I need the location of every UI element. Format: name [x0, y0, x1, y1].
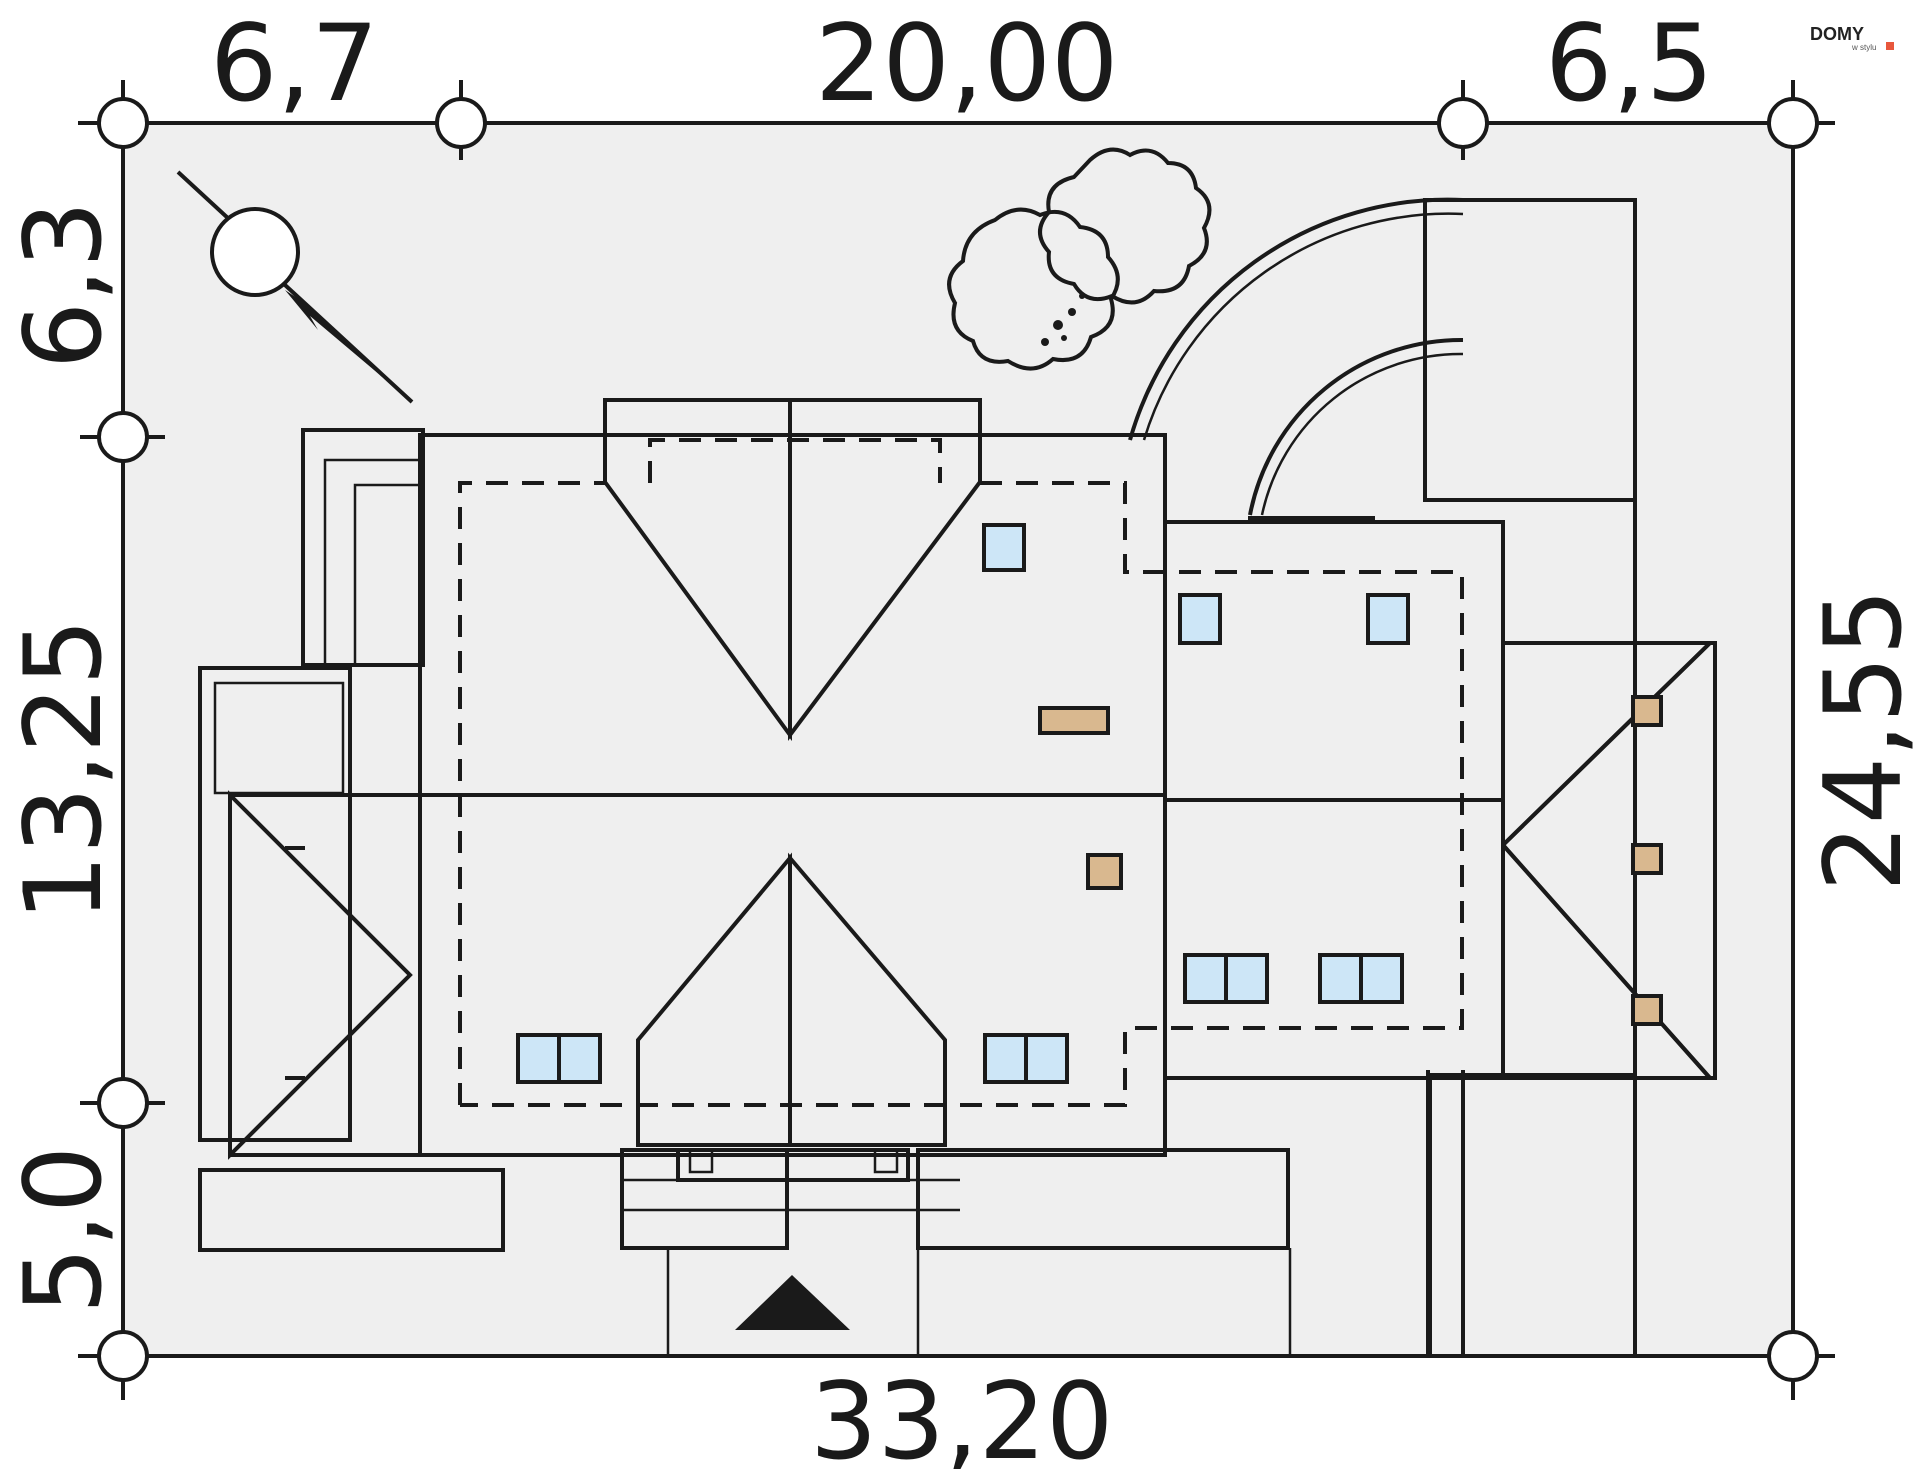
chimneys — [285, 695, 1663, 1080]
dim-left-middle: 13,25 — [2, 618, 125, 921]
dim-left-bottom: 5,0 — [2, 1146, 125, 1315]
tree-icon — [947, 147, 1212, 371]
dimension-nodes — [97, 97, 1819, 1382]
skylight-windows — [516, 523, 1410, 1084]
entrance-triangle-icon — [735, 1275, 850, 1330]
dimension-lines — [78, 80, 1835, 1400]
logo-sub-text: w stylu — [1851, 43, 1876, 52]
dim-left-top: 6,3 — [2, 201, 125, 370]
dim-bottom: 33,20 — [810, 1360, 1113, 1469]
wall-outline — [458, 438, 1464, 1107]
brand-logo: DOMY w stylu — [1810, 24, 1894, 52]
compass-north-icon — [176, 170, 414, 404]
driveway-arcs — [1128, 197, 1464, 520]
dim-top-middle: 20,00 — [815, 2, 1118, 125]
roof — [228, 398, 1717, 1182]
logo-main-text: DOMY — [1810, 24, 1864, 44]
dim-top-right: 6,5 — [1545, 2, 1714, 125]
dim-right: 24,55 — [1802, 588, 1920, 891]
dim-top-left: 6,7 — [210, 2, 379, 125]
